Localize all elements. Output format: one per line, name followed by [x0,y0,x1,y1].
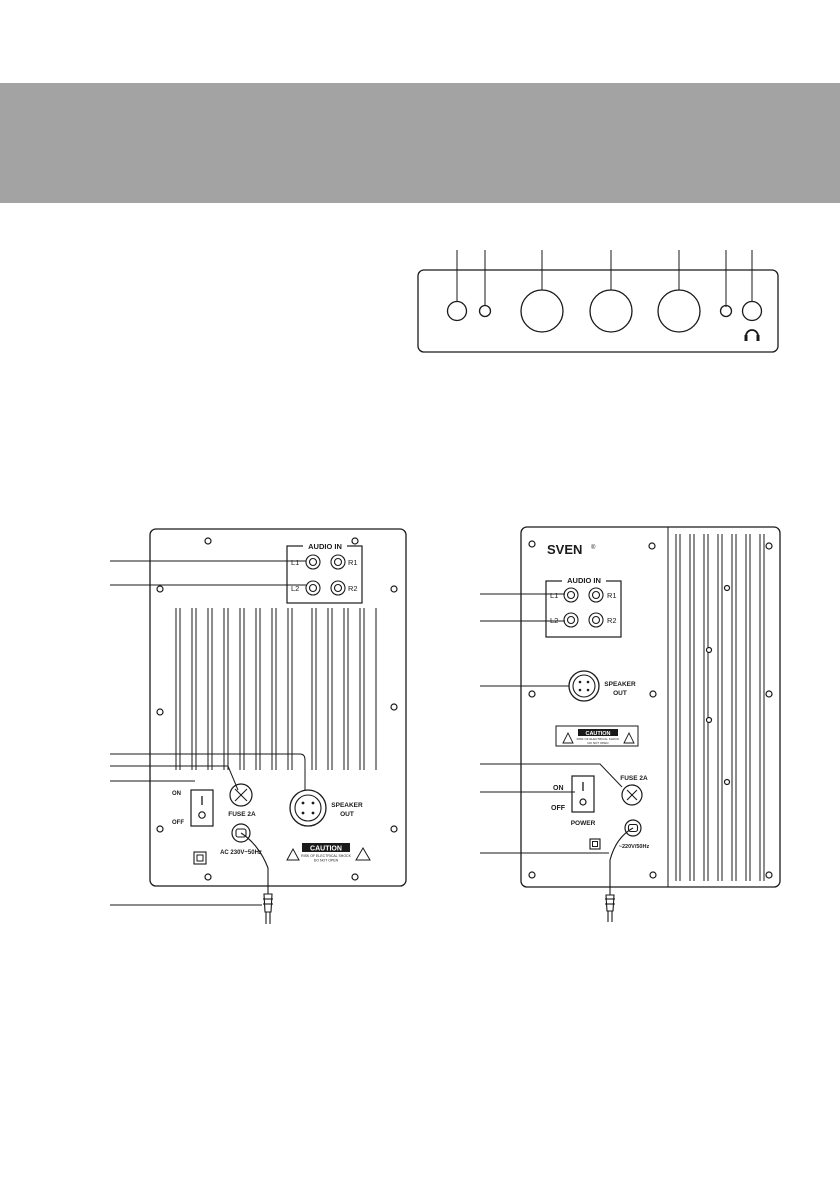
right-caution-label: CAUTION RISK OF ELECTRICAL SHOCK DO NOT … [555,725,639,747]
left-double-insulation-icon [193,851,207,865]
left-l1-label: L1 [291,558,299,567]
left-leader-lines [110,560,306,906]
left-speaker-label-2: OUT [340,811,354,818]
front-panel [417,250,779,353]
headphones-icon [744,329,760,341]
right-ac-socket: ~220V/50Hz [619,819,650,850]
right-speaker-out: SPEAKER OUT [568,670,636,702]
right-warning-icon-1 [562,731,574,744]
left-power-switch: ON OFF [172,789,214,827]
left-ac-label: AC 230V~50Hz [220,850,262,856]
right-power-label: POWER [571,820,596,827]
right-double-insulation-icon [589,838,601,850]
left-warning-icon-2 [355,847,371,861]
front-small-jack [719,304,733,318]
right-speaker-label-1: SPEAKER [604,681,636,688]
left-speaker-out: SPEAKER OUT [289,789,363,827]
right-r1-label: R1 [607,591,617,600]
right-rca-jacks [563,587,604,628]
left-fuse: FUSE 2A [228,783,256,818]
right-audio-in-box: AUDIO IN L1 R1 L2 R2 [545,576,622,638]
left-caution-sub-1: RISK OF ELECTRICAL SHOCK [301,854,352,858]
left-off-label: OFF [172,820,184,826]
right-audio-in-label: AUDIO IN [567,576,601,585]
left-mounting-holes [156,537,398,881]
left-speaker-label-1: SPEAKER [331,802,363,809]
right-mounting-holes [528,540,773,879]
right-power-cord [605,827,634,922]
left-r1-label: R1 [348,558,358,567]
left-audio-in-box: AUDIO IN L1 R1 L2 R2 [286,541,363,604]
left-caution-label: CAUTION RISK OF ELECTRICAL SHOCK DO NOT … [286,843,371,863]
front-led [478,304,492,318]
right-on-label: ON [553,785,564,792]
right-fuse-label: FUSE 2A [620,775,648,782]
left-ac-socket: AC 230V~50Hz [220,823,262,856]
right-speaker-label-2: OUT [613,690,627,697]
left-power-cord [240,832,273,924]
left-rca-jacks [305,554,346,596]
right-power-switch: ON OFF POWER [551,775,596,827]
left-l2-label: L2 [291,584,299,593]
right-caution-sub-1: RISK OF ELECTRICAL SHOCK [577,737,620,741]
front-knob-1 [520,289,564,333]
left-heatsink-fins [175,608,377,770]
left-warning-icon-1 [286,847,300,861]
front-knob-3 [657,289,701,333]
left-r2-label: R2 [348,584,358,593]
right-off-label: OFF [551,805,566,812]
front-knob-2 [589,289,633,333]
front-power-button [446,300,468,322]
right-caution-text: CAUTION [585,731,610,737]
header-band [0,83,840,203]
right-l1-label: L1 [550,591,558,600]
right-heatsink-fins [675,534,765,881]
left-on-label: ON [172,791,181,797]
brand-reg-mark: ® [591,544,596,551]
right-caution-sub-2: DO NOT OPEN [588,741,609,745]
right-leader-lines [480,593,623,854]
left-fuse-label: FUSE 2A [228,811,256,818]
right-warning-icon-2 [623,731,635,744]
front-headphone-jack [741,300,763,322]
left-caution-sub-2: DO NOT OPEN [314,859,339,863]
right-ac-label: ~220V/50Hz [619,844,650,850]
left-audio-in-label: AUDIO IN [308,542,342,551]
left-caution-text: CAUTION [310,846,342,853]
brand-logo: SVEN [547,542,582,557]
left-rear-panel: AUDIO IN L1 R1 L2 R2 ON OFF FUSE 2A [110,528,407,924]
right-r2-label: R2 [607,616,617,625]
right-fuse: FUSE 2A [620,775,648,806]
right-rear-panel: SVEN ® AUDIO IN L1 R1 L2 R2 [480,526,781,922]
